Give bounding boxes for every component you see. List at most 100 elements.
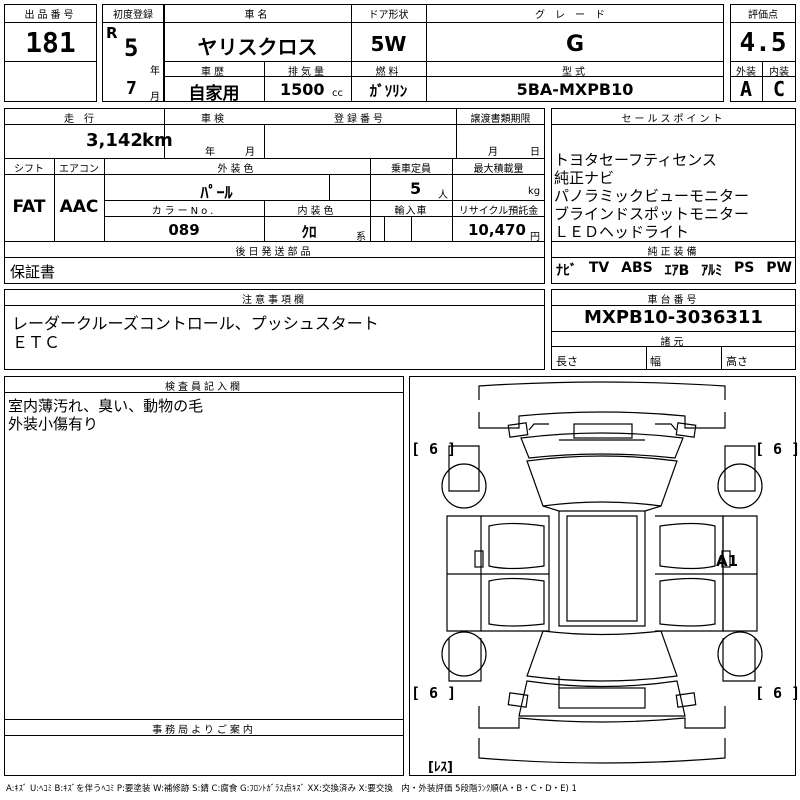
inspector-box	[4, 376, 404, 776]
details-box	[4, 108, 545, 284]
transfer-label: 譲渡書類期限	[470, 114, 531, 125]
max-load-label: 最大積載量	[473, 164, 524, 175]
equipment-item: ABS	[621, 260, 653, 276]
legend: A:ｷｽﾞ U:ﾍｺﾐ B:ｷｽﾞを伴うﾍｺﾐ P:要塗装 W:補修跡 S:錆 …	[6, 784, 577, 794]
reg-month: 7	[126, 78, 137, 99]
equipment-item: PW	[766, 260, 792, 276]
grade: G	[565, 32, 585, 57]
inspection-label: 車検	[201, 114, 227, 125]
capacity-label: 乗車定員	[391, 164, 431, 175]
spare-tire: [ﾚｽ]	[428, 760, 453, 775]
vehicle-box	[164, 4, 724, 102]
color-no: 089	[168, 221, 200, 239]
fuel-label: 燃料	[375, 67, 402, 78]
exterior-label: 外装	[736, 67, 756, 78]
year-unit: 年	[150, 66, 160, 77]
ac-label: エアコン	[59, 164, 99, 175]
caution-line: ＥＴＣ	[12, 333, 61, 352]
tire-rear-left: [ 6 ]	[411, 684, 457, 702]
reg-no-label: 登録番号	[334, 114, 386, 125]
color-label: 外装色	[217, 164, 257, 175]
sales-box	[551, 108, 796, 284]
later-parts-label: 後日発送部品	[235, 247, 314, 258]
interior-grade: C	[772, 77, 786, 101]
office-label: 事務局よりご案内	[152, 725, 256, 736]
first-registration-box	[102, 4, 164, 102]
equipment-item: PS	[734, 260, 755, 276]
spec-label: 諸元	[660, 337, 687, 348]
score: 4.5	[739, 28, 787, 58]
length-label: 長さ	[556, 355, 578, 368]
shift-label: シフト	[14, 164, 44, 175]
interior-label: 内装	[769, 67, 789, 78]
body-color: ﾊﾟｰﾙ	[200, 183, 233, 202]
diagram-box	[409, 376, 796, 776]
displacement-unit: cc	[332, 88, 343, 99]
inspection-month: 月	[245, 147, 255, 158]
sales-point: トヨタセーフティセンス	[554, 151, 717, 169]
ac: AAC	[59, 197, 99, 217]
model: 5BA-MXPB10	[516, 80, 634, 99]
reg-year: 5	[124, 34, 139, 62]
caution-box	[4, 289, 545, 370]
int-color-unit: 系	[356, 232, 366, 243]
later-parts: 保証書	[10, 263, 56, 281]
grade-label: グレード	[535, 10, 615, 21]
exterior-grade: A	[739, 77, 753, 101]
inspector-line: 室内薄汚れ、臭い、動物の毛	[8, 397, 204, 415]
displacement-label: 排気量	[288, 67, 327, 78]
sales-point: パノラミックビューモニター	[554, 187, 750, 205]
name-label: 車名	[244, 10, 271, 21]
equipment-label: 純正装備	[647, 247, 700, 258]
tire-front-left: [ 6 ]	[411, 440, 457, 458]
chassis-box	[551, 289, 796, 370]
mileage: 3,142	[86, 130, 143, 151]
lot-box	[4, 4, 97, 102]
import-label: 輸入車	[394, 206, 428, 217]
damage-mark: A1	[716, 552, 739, 570]
height-label: 高さ	[726, 355, 748, 368]
recycle-unit: 円	[530, 232, 540, 243]
transfer-day: 日	[530, 147, 540, 158]
chassis-label: 車台番号	[647, 295, 700, 306]
lot-label: 出品番号	[24, 10, 77, 21]
first-reg-label: 初度登録	[113, 10, 153, 21]
score-label: 評価点	[748, 10, 778, 21]
shift: FAT	[12, 197, 46, 217]
month-unit: 月	[150, 92, 160, 103]
history: 自家用	[188, 84, 240, 104]
equipment-item: ｱﾙﾐ	[701, 263, 723, 279]
transfer-month: 月	[488, 147, 498, 158]
inspector-label: 検査員記入欄	[165, 382, 243, 393]
recycle-fee: 10,470	[468, 221, 526, 239]
history-label: 車歴	[201, 67, 227, 78]
capacity: 5	[410, 179, 422, 198]
int-color: ｸﾛ	[301, 223, 317, 241]
sales-label: セールスポイント	[621, 114, 726, 125]
tire-rear-right: [ 6 ]	[755, 684, 800, 702]
lot-number: 181	[25, 26, 76, 59]
mileage-label: 走行	[64, 114, 104, 125]
tire-front-right: [ 6 ]	[755, 440, 800, 458]
car-diagram	[441, 381, 763, 764]
int-color-label: 内装色	[297, 206, 337, 217]
equipment-item: ｴｱB	[664, 263, 690, 279]
model-label: 型式	[562, 67, 588, 78]
chassis-number: MXPB10-3036311	[584, 307, 763, 328]
equipment-item: ﾅﾋﾞ	[556, 263, 577, 279]
caution-line: レーダークルーズコントロール、プッシュスタート	[12, 314, 379, 333]
recycle-label: リサイクル預託金	[458, 206, 539, 217]
era: R	[106, 24, 118, 42]
mileage-unit: km	[142, 130, 173, 151]
score-box	[730, 4, 796, 102]
displacement: 1500	[280, 80, 325, 99]
color-no-label: カラーNo.	[151, 206, 217, 217]
sales-point: ブラインドスポットモニター	[554, 205, 750, 223]
doors: 5W	[370, 32, 407, 56]
sales-point: 純正ナビ	[554, 169, 615, 187]
inspection-year: 年	[205, 147, 215, 158]
caution-label: 注意事項欄	[242, 295, 307, 306]
capacity-unit: 人	[438, 190, 448, 201]
equipment-item: TV	[588, 260, 610, 276]
sales-point: ＬＥＤヘッドライト	[554, 223, 690, 241]
